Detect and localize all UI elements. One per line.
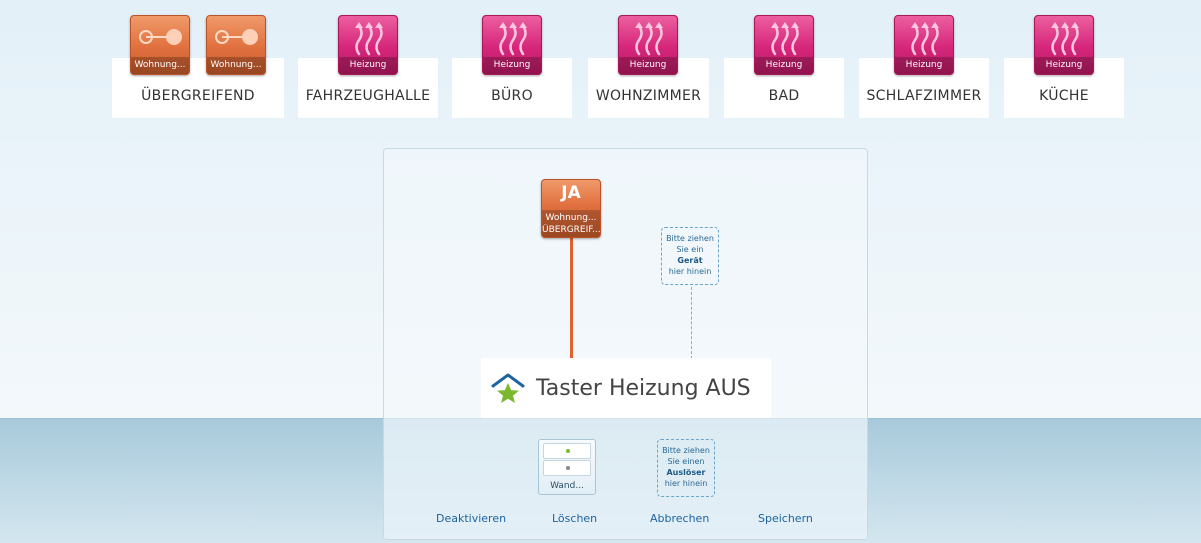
heating-icon [635,22,663,56]
condition-tile[interactable]: JA Wohnung... ÜBERGREIF... [541,179,601,238]
device-tile-heizung[interactable]: Heizung [482,15,542,75]
home-star-icon [491,373,525,403]
room-label: BÜRO [491,88,533,104]
device-tile-heizung[interactable]: Heizung [1034,15,1094,75]
drop-text: hier hinein [668,267,712,276]
device-drop-zone[interactable]: Bitte ziehen Sie ein Gerät hier hinein [661,227,719,285]
drop-text-bold: Gerät [677,256,703,265]
drop-text-bold: Auslöser [666,468,706,477]
room-label: SCHLAFZIMMER [866,88,982,104]
tile-label: Heizung [1035,57,1093,74]
toggle-icon [215,29,258,45]
heating-icon [499,22,527,56]
condition-value: JA [561,183,581,203]
room-label: FAHRZEUGHALLE [305,88,431,104]
heating-icon [911,22,939,56]
room-card-buero[interactable]: BÜRO [452,58,572,118]
room-label: ÜBERGREIFEND [141,88,255,104]
trigger-drop-zone[interactable]: Bitte ziehen Sie einen Auslöser hier hin… [657,439,715,497]
drop-text: Sie ein [676,245,704,254]
led-grey-icon [566,466,570,470]
device-tile-wohnung[interactable]: Wohnung... [206,15,266,75]
trigger-area [384,419,867,539]
tile-label: Heizung [895,57,953,74]
tile-label: Wohnung... [207,57,265,74]
profile-title-box[interactable]: Taster Heizung AUS [481,358,771,418]
tile-label: Heizung [619,57,677,74]
condition-room: ÜBERGREIF... [542,225,600,235]
rocker-bottom [543,460,591,476]
heating-icon [771,22,799,56]
condition-device: Wohnung... [545,213,597,223]
deactivate-button[interactable]: Deaktivieren [436,512,507,525]
room-label: WOHNZIMMER [595,88,702,104]
device-tile-heizung[interactable]: Heizung [894,15,954,75]
tile-label: Heizung [483,57,541,74]
condition-labels: Wohnung... ÜBERGREIF... [542,210,600,237]
drop-text: Bitte ziehen [662,446,710,455]
drop-text: Sie einen [667,457,705,466]
room-label: BAD [768,88,800,104]
device-tile-heizung[interactable]: Heizung [754,15,814,75]
device-tile-wohnung[interactable]: Wohnung... [130,15,190,75]
cancel-button[interactable]: Abbrechen [650,512,710,525]
led-green-icon [566,449,570,453]
drop-text: hier hinein [664,479,708,488]
heating-icon [355,22,383,56]
condition-connector [570,238,573,358]
tile-label: Wohnung... [131,57,189,74]
room-label: KÜCHE [1039,88,1089,104]
device-tile-heizung[interactable]: Heizung [618,15,678,75]
device-tile-heizung[interactable]: Heizung [338,15,398,75]
tile-label: Heizung [339,57,397,74]
toggle-icon [139,29,182,45]
rocker-top [543,443,591,459]
trigger-device-tile[interactable]: Wand... [538,439,596,495]
heating-icon [1051,22,1079,56]
profile-title: Taster Heizung AUS [536,376,751,401]
drop-text: Bitte ziehen [666,234,714,243]
tile-label: Heizung [755,57,813,74]
delete-button[interactable]: Löschen [552,512,598,525]
trigger-device-label: Wand... [550,481,584,491]
empty-connector [691,287,692,359]
save-button[interactable]: Speichern [758,512,813,525]
